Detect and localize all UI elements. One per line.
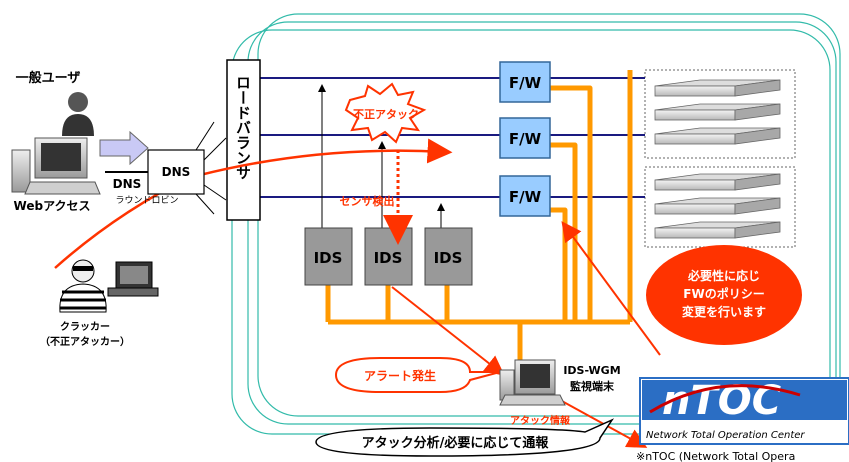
server-icon [654,79,781,239]
firewall-2: F/W [499,117,551,159]
analysis-callout-label: アタック分析/必要に応じて通報 [362,435,550,451]
cracker-label: クラッカー [60,321,110,333]
alert-callout: アラート発生 [334,357,501,393]
analysis-callout: アタック分析/必要に応じて通報 [315,418,615,457]
cracker-sub-label: （不正アタッカー） [40,335,130,348]
network-lines [260,77,645,198]
policy-line [561,221,661,356]
ntoc-logo-icon: nTOC Network Total Operation Center [639,377,849,445]
firewall-label: F/W [509,188,542,206]
ntoc-note: ※nTOC (Network Total Opera [636,450,795,462]
ids-label: IDS [314,249,343,267]
firewall-3: F/W [499,175,551,217]
attack-info-line [559,399,648,448]
ids-2: IDS [364,227,413,286]
monitor-title: IDS-WGM [563,364,620,377]
policy-callout-line2: FWのポリシー [683,286,764,301]
dns-fan-lines [195,121,227,215]
firewall-label: F/W [509,74,542,92]
user-title: 一般ユーザ [16,70,81,86]
user-icon [62,92,94,136]
web-traffic-arrow [199,138,453,177]
ids-label: IDS [374,249,403,267]
load-balancer [226,59,261,221]
policy-callout: 必要性に応じ FWのポリシー 変更を行います [646,245,802,345]
dns-round-robin: ラウンドロビン [115,195,178,206]
server-group-1 [644,69,796,159]
dns-server: DNS [147,149,205,195]
policy-callout-line3: 変更を行います [682,304,766,319]
firewall-label: F/W [509,130,542,148]
orange-wiring [325,70,633,360]
policy-callout-line1: 必要性に応じ [687,268,760,283]
ids-3: IDS [424,227,473,286]
svg-text:nTOC: nTOC [662,378,781,424]
monitor-sub: 監視端末 [570,379,615,393]
ids-1: IDS [304,227,353,286]
computer-icon [11,137,101,195]
ntoc-org-label: Network Total Operation Center [646,430,805,441]
alert-callout-label: アラート発生 [364,368,436,383]
ids-sensor-arrows [318,84,445,228]
load-balancer-label: ロードバランサ [234,75,252,180]
monitor-icon [499,359,566,406]
firewall-1: F/W [499,61,551,103]
dns-box-label: DNS [162,165,191,179]
attack-info-label: アタック情報 [510,414,571,427]
burst-icon: 不正アタック [344,82,427,144]
ids-label: IDS [434,249,463,267]
sensor-detect-label: センサ検出 [340,194,395,208]
attack-burst-label: 不正アタック [353,108,419,121]
dns-caption: DNS [113,177,142,191]
alert-line [391,286,505,376]
request-arrow [99,130,149,166]
cracker-icon [59,259,159,313]
web-access-label: Webアクセス [14,199,91,213]
